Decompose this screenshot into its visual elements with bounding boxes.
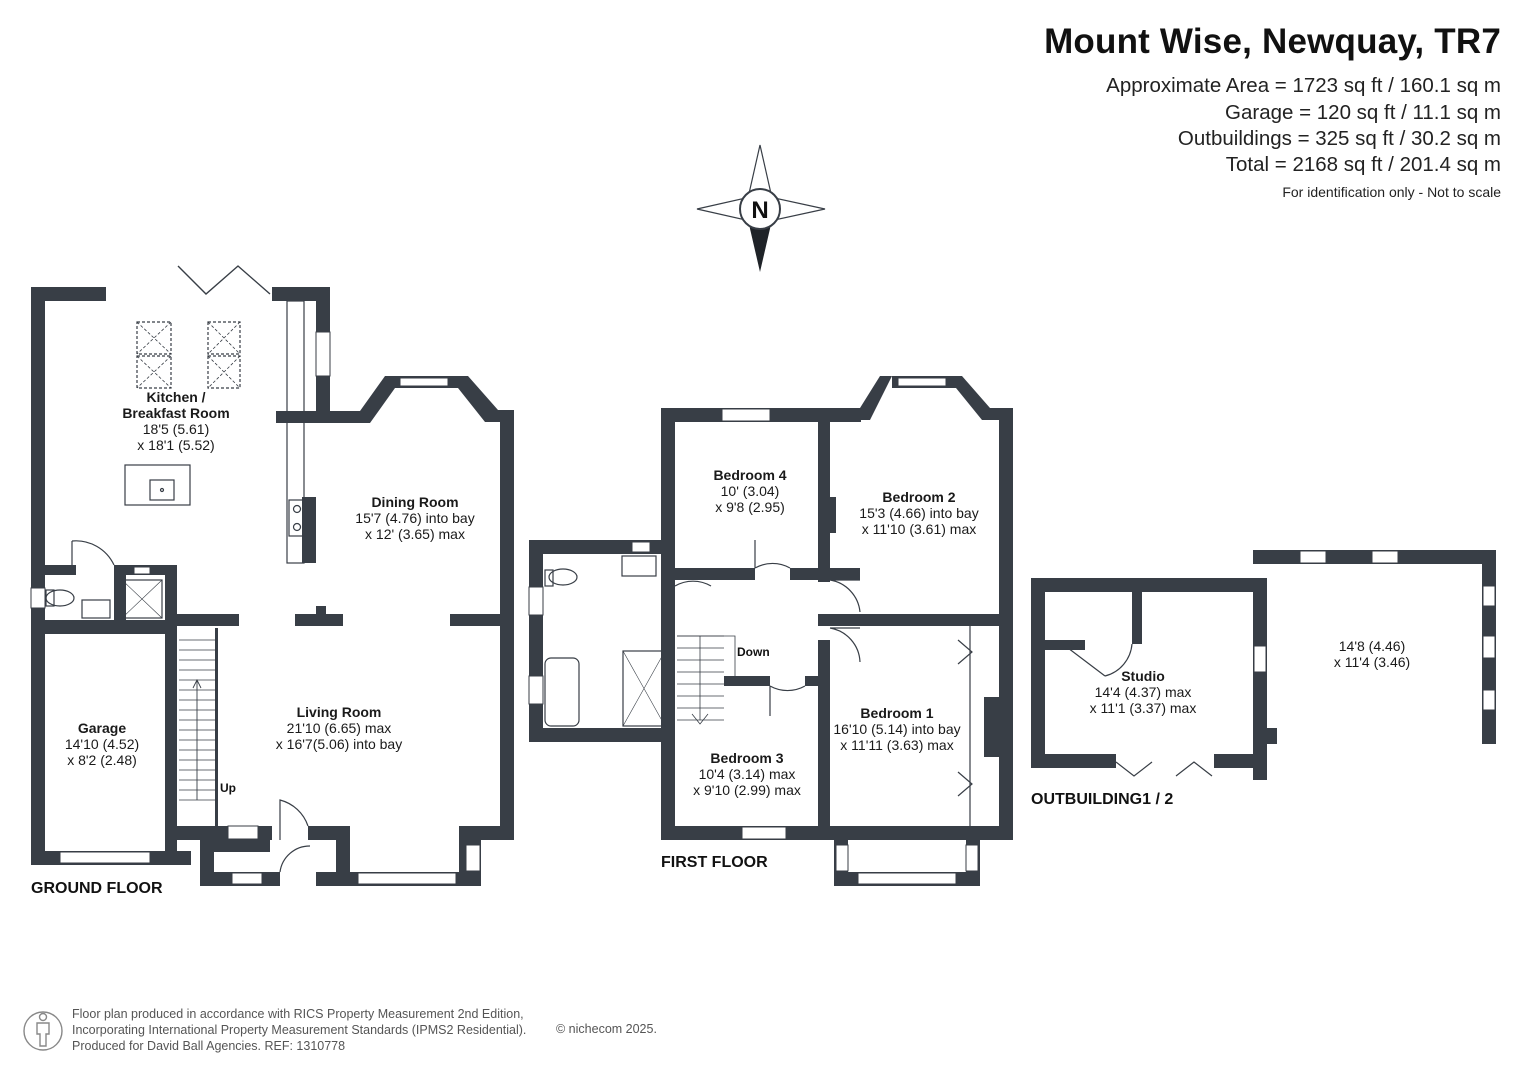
room-dining-dim-1: 15'7 (4.76) into bay: [355, 510, 475, 526]
room-bedroom-4-dim-1: 10' (3.04): [720, 483, 780, 499]
footer-line-3: Produced for David Ball Agencies. REF: 1…: [72, 1039, 346, 1053]
room-bedroom-3-dim-2: x 9'10 (2.99) max: [693, 782, 801, 798]
room-bedroom-3-dim-1: 10'4 (3.14) max: [698, 766, 796, 782]
room-living: Living Room 21'10 (6.65) max x 16'7(5.06…: [276, 704, 402, 752]
room-bedroom-4-dim-2: x 9'8 (2.95): [715, 499, 785, 515]
room-garage-dim-2: x 8'2 (2.48): [67, 752, 137, 768]
room-bedroom-2-name: Bedroom 2: [882, 489, 956, 505]
room-studio-dim-2: x 11'1 (3.37) max: [1089, 700, 1197, 716]
floor-label-outbuilding: OUTBUILDING1 / 2: [1031, 791, 1174, 808]
room-bedroom-1-name: Bedroom 1: [860, 705, 934, 721]
stairs-down-label: Down: [737, 645, 770, 659]
room-studio-dim-1: 14'4 (4.37) max: [1094, 684, 1192, 700]
disclaimer-note: For identification only - Not to scale: [1282, 184, 1501, 200]
room-garage: Garage 14'10 (4.52) x 8'2 (2.48): [65, 720, 139, 768]
room-bedroom-2: Bedroom 2 15'3 (4.66) into bay x 11'10 (…: [859, 489, 978, 537]
room-kitchen-name-1: Kitchen /: [146, 389, 206, 405]
room-bedroom-1-dim-1: 16'10 (5.14) into bay: [833, 721, 961, 737]
room-outbuilding-2-dim-2: x 11'4 (3.46): [1333, 654, 1411, 670]
room-dining-dim-2: x 12' (3.65) max: [365, 526, 465, 542]
compass-label: N: [751, 197, 768, 224]
room-bedroom-4: Bedroom 4 10' (3.04) x 9'8 (2.95): [713, 467, 786, 515]
copyright: © nichecom 2025.: [556, 1022, 657, 1036]
room-studio: Studio 14'4 (4.37) max x 11'1 (3.37) max: [1090, 668, 1197, 716]
room-outbuilding-2-dim-1: 14'8 (4.46): [1338, 638, 1406, 654]
room-outbuilding-2: 14'8 (4.46) x 11'4 (3.46): [1334, 638, 1410, 670]
fittings: [45, 265, 1213, 873]
area-garage: Garage = 120 sq ft / 11.1 sq m: [1225, 101, 1501, 124]
footer-line-1: Floor plan produced in accordance with R…: [72, 1007, 524, 1021]
room-garage-dim-1: 14'10 (4.52): [64, 736, 140, 752]
area-approximate: Approximate Area = 1723 sq ft / 160.1 sq…: [1106, 74, 1501, 97]
room-bedroom-1-dim-2: x 11'11 (3.63) max: [840, 737, 954, 753]
room-living-name: Living Room: [296, 704, 382, 720]
room-bedroom-2-dim-1: 15'3 (4.66) into bay: [859, 505, 979, 521]
room-dining-name: Dining Room: [371, 494, 459, 510]
footer-notes: Floor plan produced in accordance with R…: [72, 1006, 526, 1054]
room-living-dim-1: 21'10 (6.65) max: [286, 720, 392, 736]
person-scale-icon: [23, 1011, 63, 1051]
area-outbuildings: Outbuildings = 325 sq ft / 30.2 sq m: [1177, 127, 1501, 150]
room-kitchen-dim-1: 18'5 (5.61): [142, 421, 210, 437]
room-dining: Dining Room 15'7 (4.76) into bay x 12' (…: [355, 494, 474, 542]
stairs-up-label: Up: [220, 781, 236, 795]
room-kitchen-name-2: Breakfast Room: [122, 405, 230, 421]
room-bedroom-4-name: Bedroom 4: [713, 467, 787, 483]
floor-label-ground: GROUND FLOOR: [31, 880, 163, 897]
room-studio-name: Studio: [1121, 668, 1165, 684]
area-total: Total = 2168 sq ft / 201.4 sq m: [1225, 153, 1501, 176]
compass-rose-icon: N: [696, 144, 826, 272]
room-bedroom-3: Bedroom 3 10'4 (3.14) max x 9'10 (2.99) …: [693, 750, 801, 798]
room-kitchen-dim-2: x 18'1 (5.52): [137, 437, 215, 453]
windows: [30, 331, 1496, 885]
room-bedroom-2-dim-2: x 11'10 (3.61) max: [861, 521, 977, 537]
room-garage-name: Garage: [77, 720, 127, 736]
room-bedroom-1: Bedroom 1 16'10 (5.14) into bay x 11'11 …: [833, 705, 960, 753]
floor-label-first: FIRST FLOOR: [661, 854, 768, 871]
footer-line-2: Incorporating International Property Mea…: [72, 1023, 527, 1037]
room-kitchen: Kitchen / Breakfast Room 18'5 (5.61) x 1…: [122, 389, 229, 453]
page-title: Mount Wise, Newquay, TR7: [1044, 22, 1501, 61]
room-living-dim-2: x 16'7(5.06) into bay: [275, 736, 403, 752]
room-bedroom-3-name: Bedroom 3: [710, 750, 784, 766]
